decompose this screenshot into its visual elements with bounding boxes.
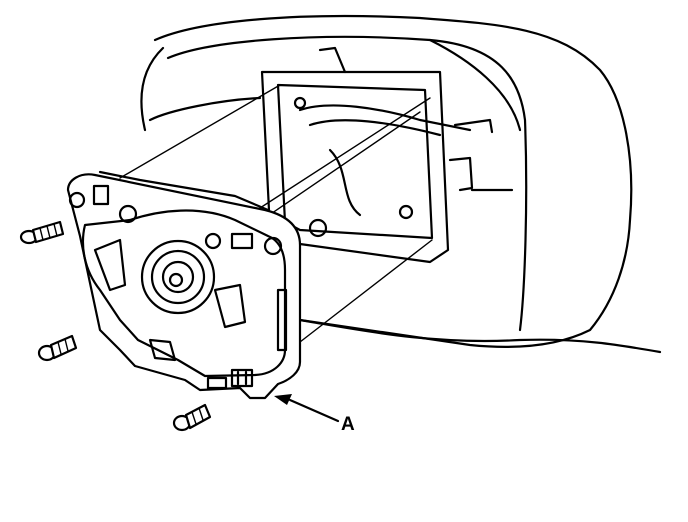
screw-upper (19, 220, 65, 245)
callout-a-label: A (341, 414, 355, 435)
mirror-actuator (66, 170, 302, 400)
screw-middle (37, 334, 78, 362)
screw-lower (172, 403, 212, 432)
actuator-pivot (140, 239, 216, 315)
callout-leader-a (274, 394, 340, 423)
actuator-connector (206, 368, 254, 390)
mirror-housing (140, 14, 662, 354)
housing-bracket (260, 46, 514, 264)
